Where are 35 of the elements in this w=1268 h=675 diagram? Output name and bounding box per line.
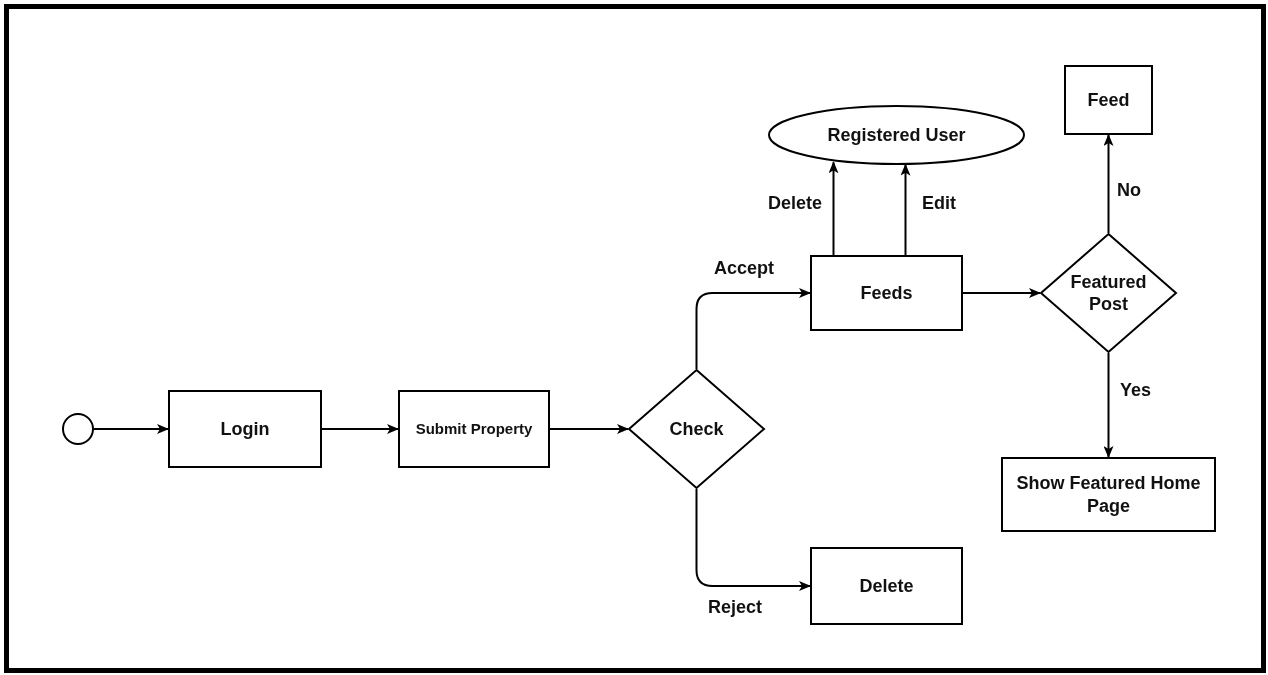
arrow — [695, 488, 811, 591]
process-box — [1064, 65, 1153, 135]
arrow — [695, 288, 811, 370]
process-box — [398, 390, 550, 468]
arrow — [962, 288, 1041, 298]
edge-label: Accept — [714, 258, 775, 279]
edge-label: Reject — [708, 597, 763, 618]
edge-label: No — [1117, 180, 1141, 201]
process-box — [168, 390, 322, 468]
node-label: Featured Post — [1069, 270, 1148, 316]
process-box — [810, 255, 963, 331]
node-label: Feed — [1087, 88, 1130, 112]
node-label: Show Featured Home Page — [1015, 472, 1202, 517]
node-label: Check — [669, 417, 724, 441]
arrow — [828, 161, 839, 256]
arrow — [1103, 352, 1114, 458]
start-circle — [62, 413, 94, 445]
process-box — [810, 547, 963, 625]
decision-diamond — [628, 369, 765, 489]
edge-label: Yes — [1120, 380, 1152, 401]
node-label: Feeds — [860, 281, 913, 305]
arrow — [93, 424, 169, 434]
arrow — [321, 424, 399, 434]
process-box — [1001, 457, 1216, 532]
decision-diamond — [1040, 233, 1177, 353]
edge-label: Edit — [922, 193, 956, 214]
node-label: Login — [220, 417, 270, 441]
ellipse-node — [768, 105, 1025, 165]
arrow — [900, 163, 911, 256]
node-label: Delete — [859, 574, 914, 598]
node-label: Submit Property — [415, 419, 533, 439]
edge-label: Delete — [768, 193, 823, 214]
node-label: Registered User — [827, 123, 966, 147]
arrow — [1103, 134, 1114, 234]
arrow — [549, 424, 629, 434]
